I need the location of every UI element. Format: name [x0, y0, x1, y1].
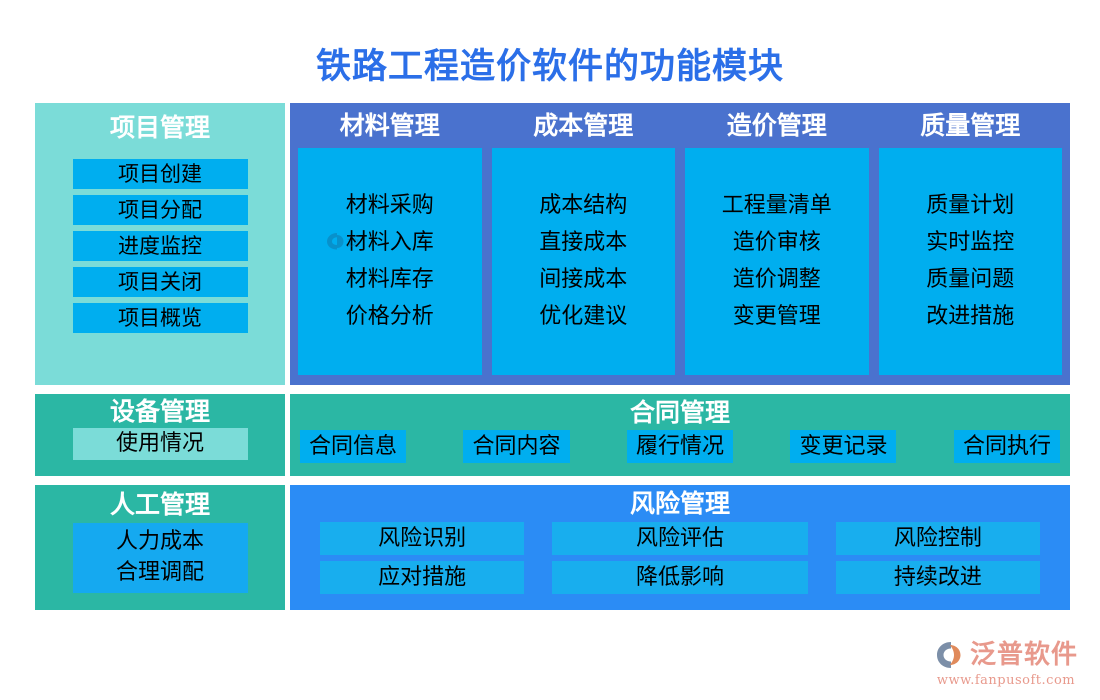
pricing-item-review[interactable]: 造价审核 — [732, 229, 821, 255]
pricing-item-change-management[interactable]: 变更管理 — [732, 303, 821, 329]
panel-core-modules: 材料管理 材料采购 材料入库 材料库存 价格分析 成本管理 成本结构 直接成本 … — [290, 103, 1070, 385]
panel-risk-management: 风险管理 风险识别 风险评估 风险控制 应对措施 降低影响 持续改进 — [290, 485, 1070, 610]
panel-labor-management: 人工管理 人力成本 合理调配 — [35, 485, 285, 610]
brand-url: www.fanpusoft.com — [936, 673, 1076, 688]
project-item-create[interactable]: 项目创建 — [72, 158, 248, 189]
pricing-item-bill-of-quantities[interactable]: 工程量清单 — [721, 192, 832, 218]
module-column-quality-management: 质量管理 质量计划 实时监控 质量问题 改进措施 — [878, 111, 1062, 375]
panel-project-management: 项目管理 项目创建 项目分配 进度监控 项目关闭 项目概览 — [35, 103, 285, 385]
contract-item-performance-status[interactable]: 履行情况 — [626, 429, 733, 463]
brand-logo: 泛普软件 www.fanpusoft.com — [934, 639, 1078, 688]
fanpu-logo-icon — [934, 639, 966, 671]
project-item-overview[interactable]: 项目概览 — [72, 302, 248, 333]
material-item-inbound[interactable]: 材料入库 — [345, 229, 434, 255]
labor-management-item-list: 人力成本 合理调配 — [72, 522, 248, 593]
quality-item-plan[interactable]: 质量计划 — [926, 192, 1015, 218]
module-card-quality-management: 质量计划 实时监控 质量问题 改进措施 — [878, 147, 1062, 375]
panel-title-risk-management: 风险管理 — [629, 489, 730, 518]
contract-item-change-records[interactable]: 变更记录 — [790, 429, 897, 463]
risk-item-assessment[interactable]: 风险评估 — [552, 521, 808, 555]
project-item-close[interactable]: 项目关闭 — [72, 266, 248, 297]
brand-name: 泛普软件 — [969, 640, 1078, 670]
panel-title-project-management: 项目管理 — [109, 113, 210, 142]
contract-management-item-list: 合同信息 合同内容 履行情况 变更记录 合同执行 — [290, 427, 1070, 463]
page-title: 铁路工程造价软件的功能模块 — [315, 47, 784, 87]
module-card-material-management: 材料采购 材料入库 材料库存 价格分析 — [298, 147, 482, 375]
module-title-cost-management: 成本管理 — [533, 111, 634, 140]
module-title-material-management: 材料管理 — [339, 111, 440, 140]
labor-item-manpower-cost[interactable]: 人力成本 — [115, 528, 204, 554]
module-card-cost-management: 成本结构 直接成本 间接成本 优化建议 — [491, 147, 675, 375]
quality-item-improvement-measures[interactable]: 改进措施 — [926, 303, 1015, 329]
panel-title-contract-management: 合同管理 — [629, 398, 730, 427]
contract-item-execution[interactable]: 合同执行 — [953, 429, 1060, 463]
material-item-purchase[interactable]: 材料采购 — [345, 192, 434, 218]
labor-item-rational-allocation[interactable]: 合理调配 — [115, 559, 204, 585]
risk-item-response-measures[interactable]: 应对措施 — [320, 560, 525, 594]
project-management-item-list: 项目创建 项目分配 进度监控 项目关闭 项目概览 — [35, 158, 285, 333]
contract-item-content[interactable]: 合同内容 — [463, 429, 570, 463]
risk-item-identification[interactable]: 风险识别 — [320, 521, 525, 555]
module-title-pricing-management: 造价管理 — [726, 111, 827, 140]
panel-title-labor-management: 人工管理 — [109, 490, 210, 519]
quality-item-issues[interactable]: 质量问题 — [926, 266, 1015, 292]
quality-item-realtime-monitor[interactable]: 实时监控 — [926, 229, 1015, 255]
material-item-price-analysis[interactable]: 价格分析 — [345, 303, 434, 329]
material-item-inventory[interactable]: 材料库存 — [345, 266, 434, 292]
equipment-item-usage-status[interactable]: 使用情况 — [72, 427, 248, 460]
project-item-progress-monitor[interactable]: 进度监控 — [72, 230, 248, 261]
module-column-material-management: 材料管理 材料采购 材料入库 材料库存 价格分析 — [298, 112, 482, 375]
cost-item-indirect[interactable]: 间接成本 — [539, 266, 628, 292]
brand-logo-row: 泛普软件 — [934, 639, 1078, 671]
pricing-item-adjustment[interactable]: 造价调整 — [732, 266, 821, 292]
contract-item-information[interactable]: 合同信息 — [300, 429, 407, 463]
risk-management-item-grid: 风险识别 风险评估 风险控制 应对措施 降低影响 持续改进 — [290, 521, 1070, 594]
cost-item-optimization-advice[interactable]: 优化建议 — [539, 303, 628, 329]
risk-item-control[interactable]: 风险控制 — [835, 521, 1040, 555]
panel-title-equipment-management: 设备管理 — [109, 397, 210, 426]
module-column-pricing-management: 造价管理 工程量清单 造价审核 造价调整 变更管理 — [685, 112, 869, 375]
project-item-allocate[interactable]: 项目分配 — [72, 194, 248, 225]
module-title-quality-management: 质量管理 — [920, 111, 1021, 140]
risk-item-continuous-improvement[interactable]: 持续改进 — [835, 560, 1040, 594]
module-card-pricing-management: 工程量清单 造价审核 造价调整 变更管理 — [685, 147, 869, 375]
risk-item-reduce-impact[interactable]: 降低影响 — [552, 560, 808, 594]
core-modules-columns: 材料管理 材料采购 材料入库 材料库存 价格分析 成本管理 成本结构 直接成本 … — [290, 103, 1070, 385]
module-column-cost-management: 成本管理 成本结构 直接成本 间接成本 优化建议 — [491, 111, 675, 375]
cost-item-structure[interactable]: 成本结构 — [539, 192, 628, 218]
panel-equipment-management: 设备管理 使用情况 — [35, 394, 285, 476]
cost-item-direct[interactable]: 直接成本 — [539, 229, 628, 255]
panel-contract-management: 合同管理 合同信息 合同内容 履行情况 变更记录 合同执行 — [290, 394, 1070, 476]
